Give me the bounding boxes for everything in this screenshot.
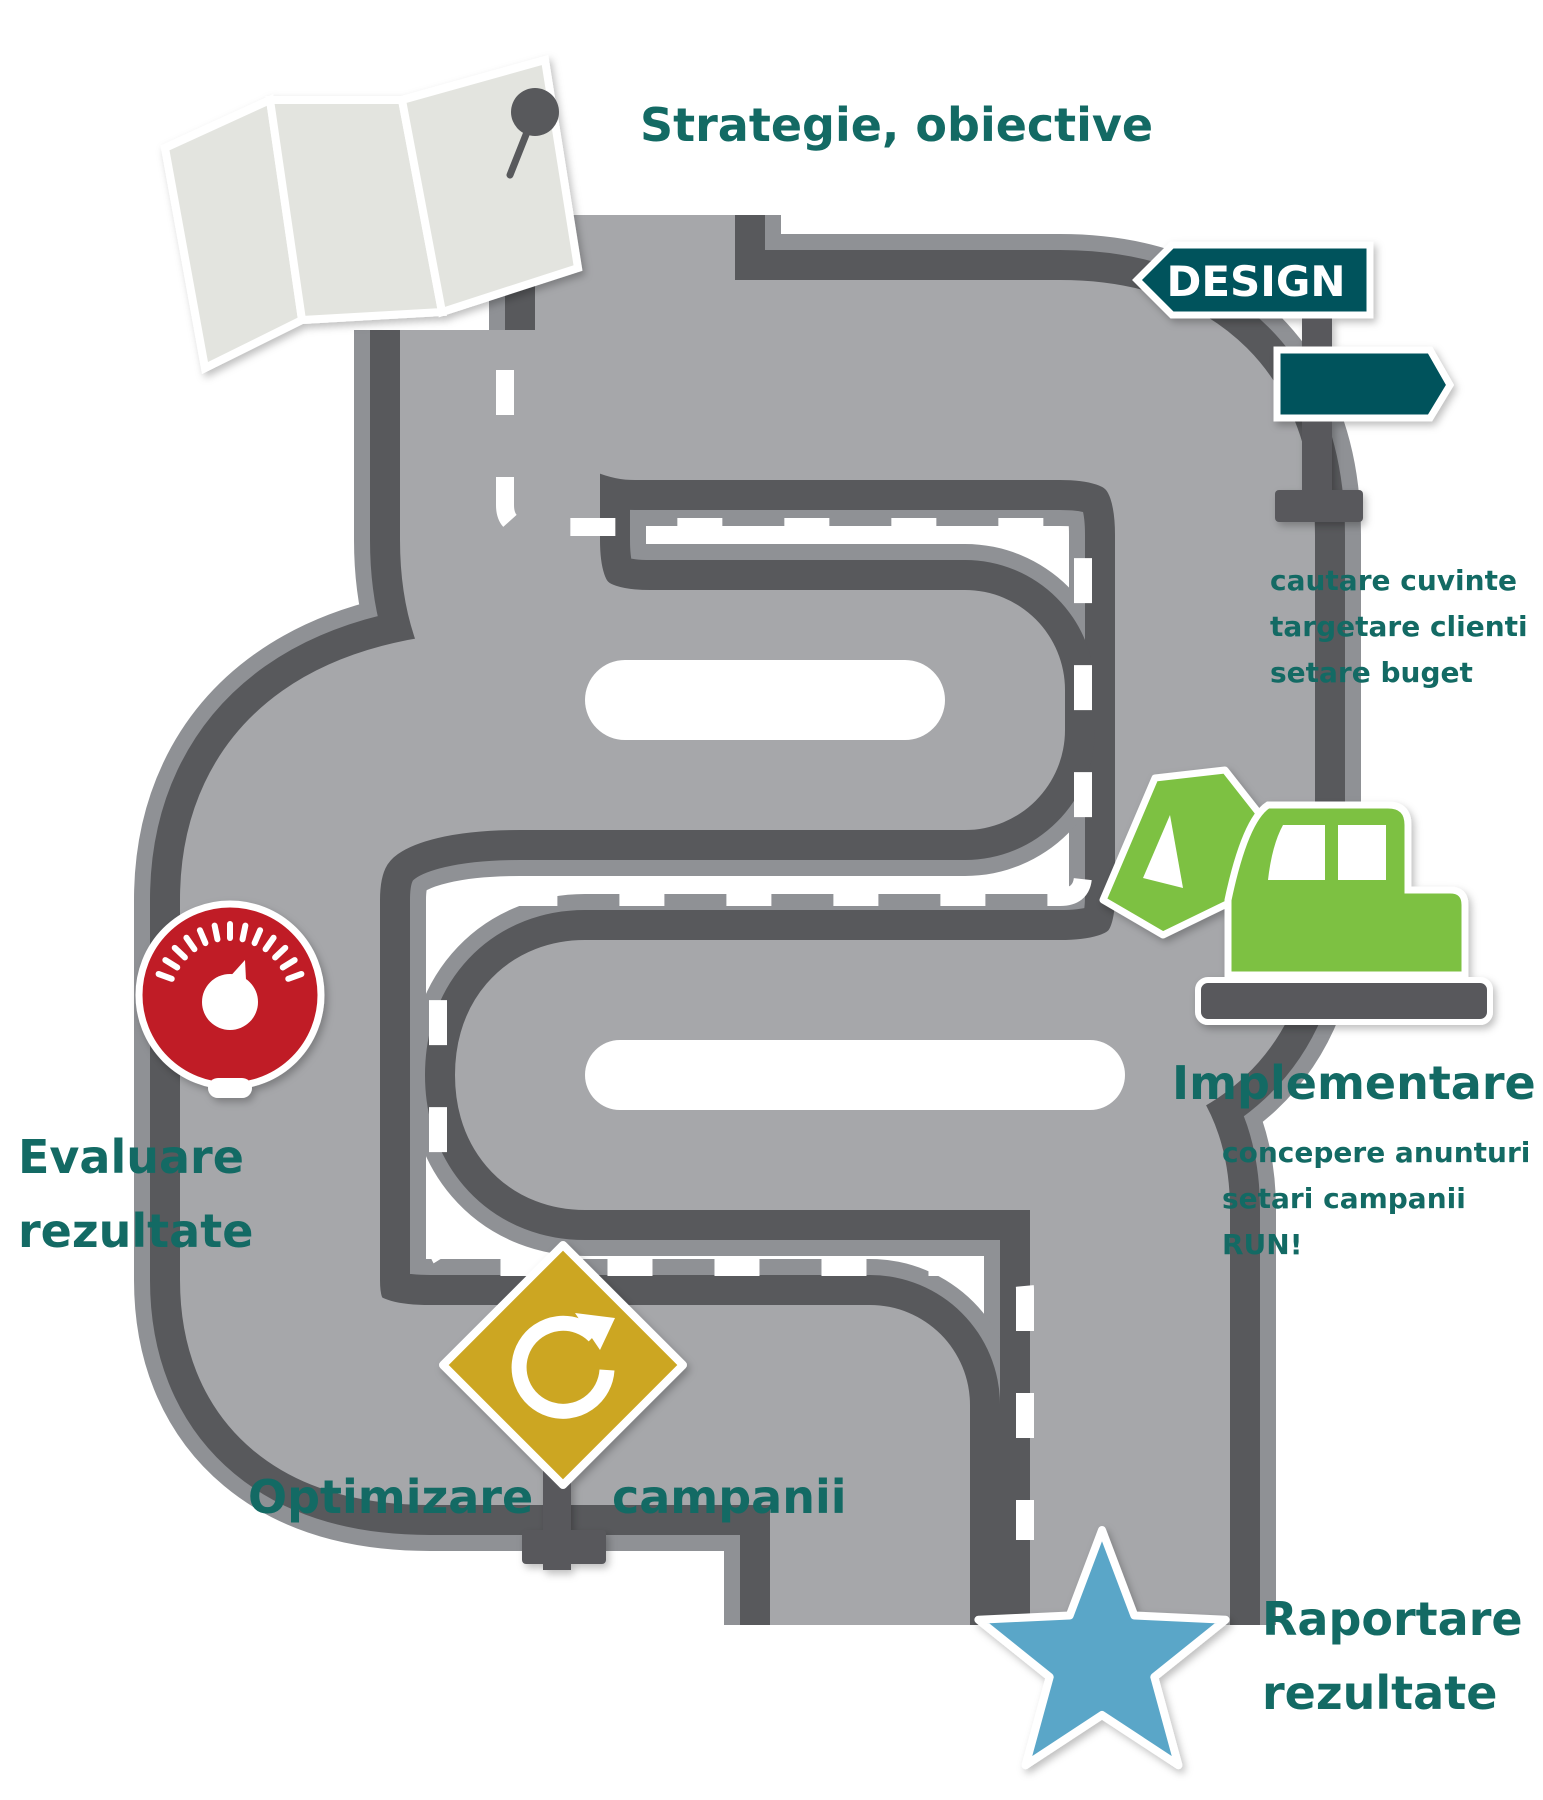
gauge-tick — [279, 957, 298, 971]
gauge-tick — [162, 957, 181, 971]
gauge-tick — [196, 927, 209, 947]
evaluation-title-line1: Evaluare — [18, 1130, 244, 1184]
star-icon — [974, 1526, 1230, 1770]
implementation-item-settings: setari campanii — [1222, 1182, 1466, 1215]
folded-map-icon — [160, 54, 583, 374]
gauge-tick — [251, 927, 264, 947]
map-pin-icon — [506, 88, 559, 179]
excavator-icon — [1099, 766, 1493, 1025]
design-item-budget: setare buget — [1270, 656, 1473, 689]
reporting-title-line2: rezultate — [1262, 1666, 1498, 1720]
implementation-items-list: concepere anunturi setari campanii RUN! — [1222, 1130, 1530, 1268]
road-gap-lower — [585, 1040, 1125, 1110]
gauge-tick — [183, 934, 198, 953]
design-items-list: cautare cuvinte targetare clienti setare… — [1270, 558, 1528, 696]
implementation-item-ads: concepere anunturi — [1222, 1136, 1531, 1169]
design-item-keywords: cautare cuvinte — [1270, 564, 1517, 597]
design-sign-label: DESIGN — [1166, 257, 1345, 306]
gauge-tick — [285, 971, 305, 982]
design-item-targeting: targetare clienti — [1270, 610, 1528, 643]
road-end-mask — [0, 1630, 1543, 1800]
road-surface-left — [180, 330, 1065, 1625]
strategy-title: Strategie, obiective — [640, 98, 1154, 152]
signpost-icon: DESIGN — [1132, 241, 1455, 522]
gauge-tick — [155, 971, 175, 982]
road-centre-dashes — [429, 370, 1092, 1540]
speedometer-icon — [135, 900, 325, 1098]
gauge-tick — [262, 934, 277, 953]
gauge-tick — [171, 944, 188, 961]
road-gap-upper — [585, 660, 945, 740]
winding-road — [0, 215, 1543, 1800]
implementation-item-run: RUN! — [1222, 1228, 1303, 1261]
gauge-tick — [272, 944, 289, 961]
road-surface — [455, 215, 1315, 1625]
optimization-title-right: campanii — [612, 1470, 847, 1524]
evaluation-title-line2: rezultate — [18, 1204, 254, 1258]
refresh-sign-icon — [439, 1241, 687, 1570]
gauge-tick — [239, 922, 249, 943]
gauge-tick — [211, 922, 221, 943]
reporting-title-line1: Raportare — [1262, 1592, 1523, 1646]
implementation-title: Implementare — [1172, 1056, 1536, 1110]
optimization-title-left: Optimizare — [248, 1470, 534, 1524]
